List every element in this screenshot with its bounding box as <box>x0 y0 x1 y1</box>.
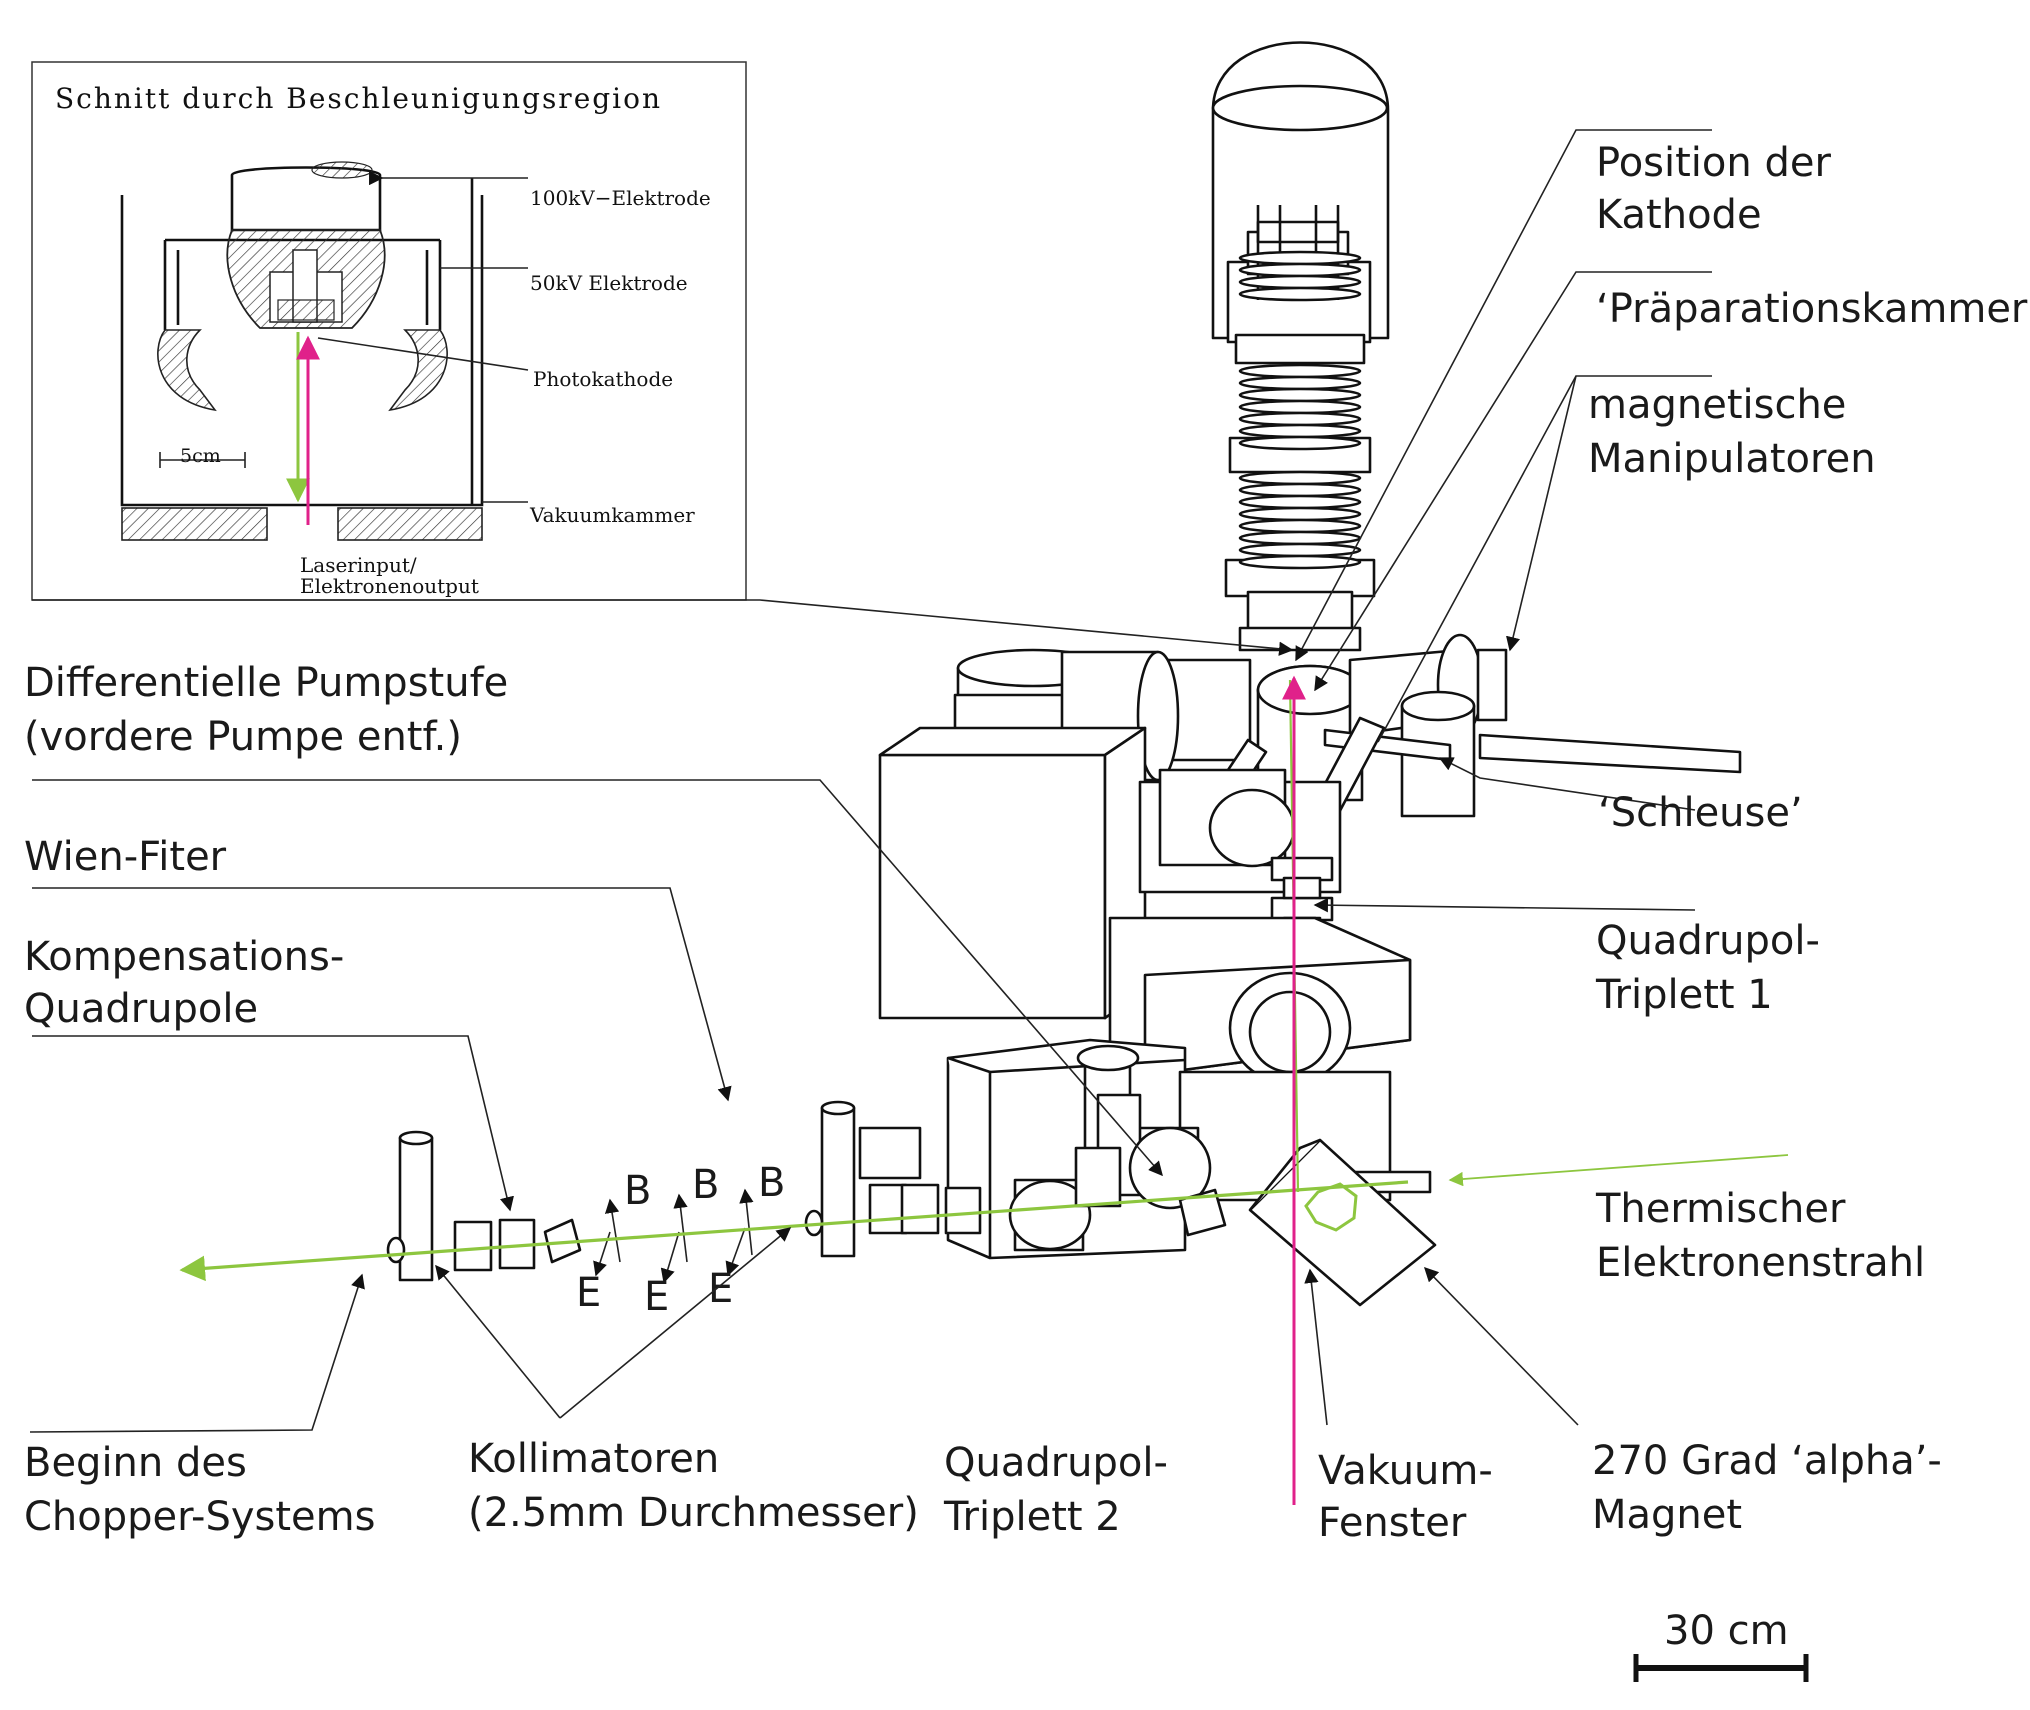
chamber-floor-left <box>121 507 268 541</box>
label-quad-triplet-2-b: Triplett 2 <box>943 1494 1121 1540</box>
label-collimators-1: Kollimatoren <box>468 1436 719 1482</box>
insulator-rib <box>1238 518 1362 534</box>
label-compensation-1: Kompensations- <box>24 934 344 980</box>
inset-label-100kv: 100kV−Elektrode <box>530 186 711 210</box>
insulator-rib <box>1238 542 1362 558</box>
label-wien-filter: Wien-Fiter <box>24 834 227 880</box>
chamber-floor-right <box>337 507 483 541</box>
collimator-2-assembly <box>804 1100 982 1258</box>
insulator-rib <box>1238 274 1362 290</box>
insulator-rib <box>1238 375 1362 391</box>
inset-label-vacuum-chamber: Vakuumkammer <box>529 503 695 527</box>
label-cathode-position-2: Kathode <box>1596 192 1762 238</box>
insulator-rib <box>1238 482 1362 498</box>
label-thermal-beam-1: Thermischer <box>1595 1186 1846 1232</box>
insulator-rib <box>1238 411 1362 427</box>
wien-field-arrows <box>593 1188 754 1284</box>
inset-title: Schnitt durch Beschleunigungsregion <box>55 82 662 115</box>
scale-bar-label: 30 cm <box>1664 1608 1789 1654</box>
insulator-rib <box>1238 363 1362 379</box>
inset-label-50kv: 50kV Elektrode <box>530 271 688 295</box>
field-label-e-1: E <box>576 1270 601 1316</box>
label-quad-triplet-2-a: Quadrupol- <box>944 1440 1168 1486</box>
insulator-rib <box>1238 387 1362 403</box>
field-label-e-3: E <box>708 1266 733 1312</box>
label-quad-triplet-1-b: Triplett 1 <box>1595 972 1773 1018</box>
insulator-rib <box>1238 435 1362 451</box>
insulator-rib <box>1238 262 1362 278</box>
insulator-rib <box>1238 470 1362 486</box>
field-label-b-2: B <box>692 1162 719 1208</box>
insulator-ribs <box>1238 250 1362 570</box>
inset-label-electron-output: Elektronenoutput <box>300 574 479 598</box>
insulator-rib <box>1238 530 1362 546</box>
electron-beam-main <box>179 1180 1409 1282</box>
label-differential-pump-2: (vordere Pumpe entf.) <box>24 714 462 760</box>
field-label-b-1: B <box>624 1168 651 1214</box>
label-collimators-2: (2.5mm Durchmesser) <box>468 1490 919 1536</box>
label-chopper-2: Chopper-Systems <box>24 1494 375 1540</box>
label-alpha-magnet-1: 270 Grad ‘alpha’- <box>1592 1438 1942 1484</box>
insulator-rib <box>1238 554 1362 570</box>
scale-bar: 30 cm <box>1633 1608 1809 1682</box>
chopper-start <box>386 1130 434 1282</box>
label-vacuum-window-1: Vakuum- <box>1318 1448 1493 1494</box>
inset-label-laser-input: Laserinput/ <box>300 553 417 577</box>
field-label-b-3: B <box>758 1160 785 1206</box>
labels: Position der Kathode ‘Präparationskammer… <box>24 140 2030 1546</box>
insulator-rib <box>1238 423 1362 439</box>
label-differential-pump-1: Differentielle Pumpstufe <box>24 660 508 706</box>
apparatus: B B B E E E <box>179 41 1789 1505</box>
thermal-beam-pointer <box>1448 1154 1789 1187</box>
label-vacuum-window-2: Fenster <box>1318 1500 1467 1546</box>
quadrupole-triplet-2 <box>1008 1093 1212 1252</box>
label-cathode-position-1: Position der <box>1596 140 1831 186</box>
label-thermal-beam-2: Elektronenstrahl <box>1596 1240 1925 1286</box>
label-quad-triplet-1-a: Quadrupol- <box>1596 918 1820 964</box>
field-label-e-2: E <box>644 1274 669 1320</box>
wien-filter-grids <box>543 1188 1227 1264</box>
label-prep-chamber: ‘Präparationskammer’ <box>1596 286 2030 332</box>
leader-lines <box>29 129 1712 1433</box>
inset-label-photocathode: Photokathode <box>533 367 673 391</box>
insulator-rib <box>1238 250 1362 266</box>
label-chopper-1: Beginn des <box>24 1440 247 1486</box>
inset-cross-section: Schnitt durch Beschleunigungsregion 5cm … <box>31 61 747 601</box>
insulator-rib <box>1238 506 1362 522</box>
label-manipulators-2: Manipulatoren <box>1588 436 1876 482</box>
insulator-rib <box>1238 399 1362 415</box>
inset-scale: 5cm <box>180 445 221 467</box>
label-alpha-magnet-2: Magnet <box>1592 1492 1742 1538</box>
insulator-rib <box>1238 494 1362 510</box>
insulator-rib <box>1238 286 1362 302</box>
label-manipulators-1: magnetische <box>1588 382 1846 428</box>
label-lock: ‘Schleuse’ <box>1598 790 1803 836</box>
label-compensation-2: Quadrupole <box>24 986 258 1032</box>
